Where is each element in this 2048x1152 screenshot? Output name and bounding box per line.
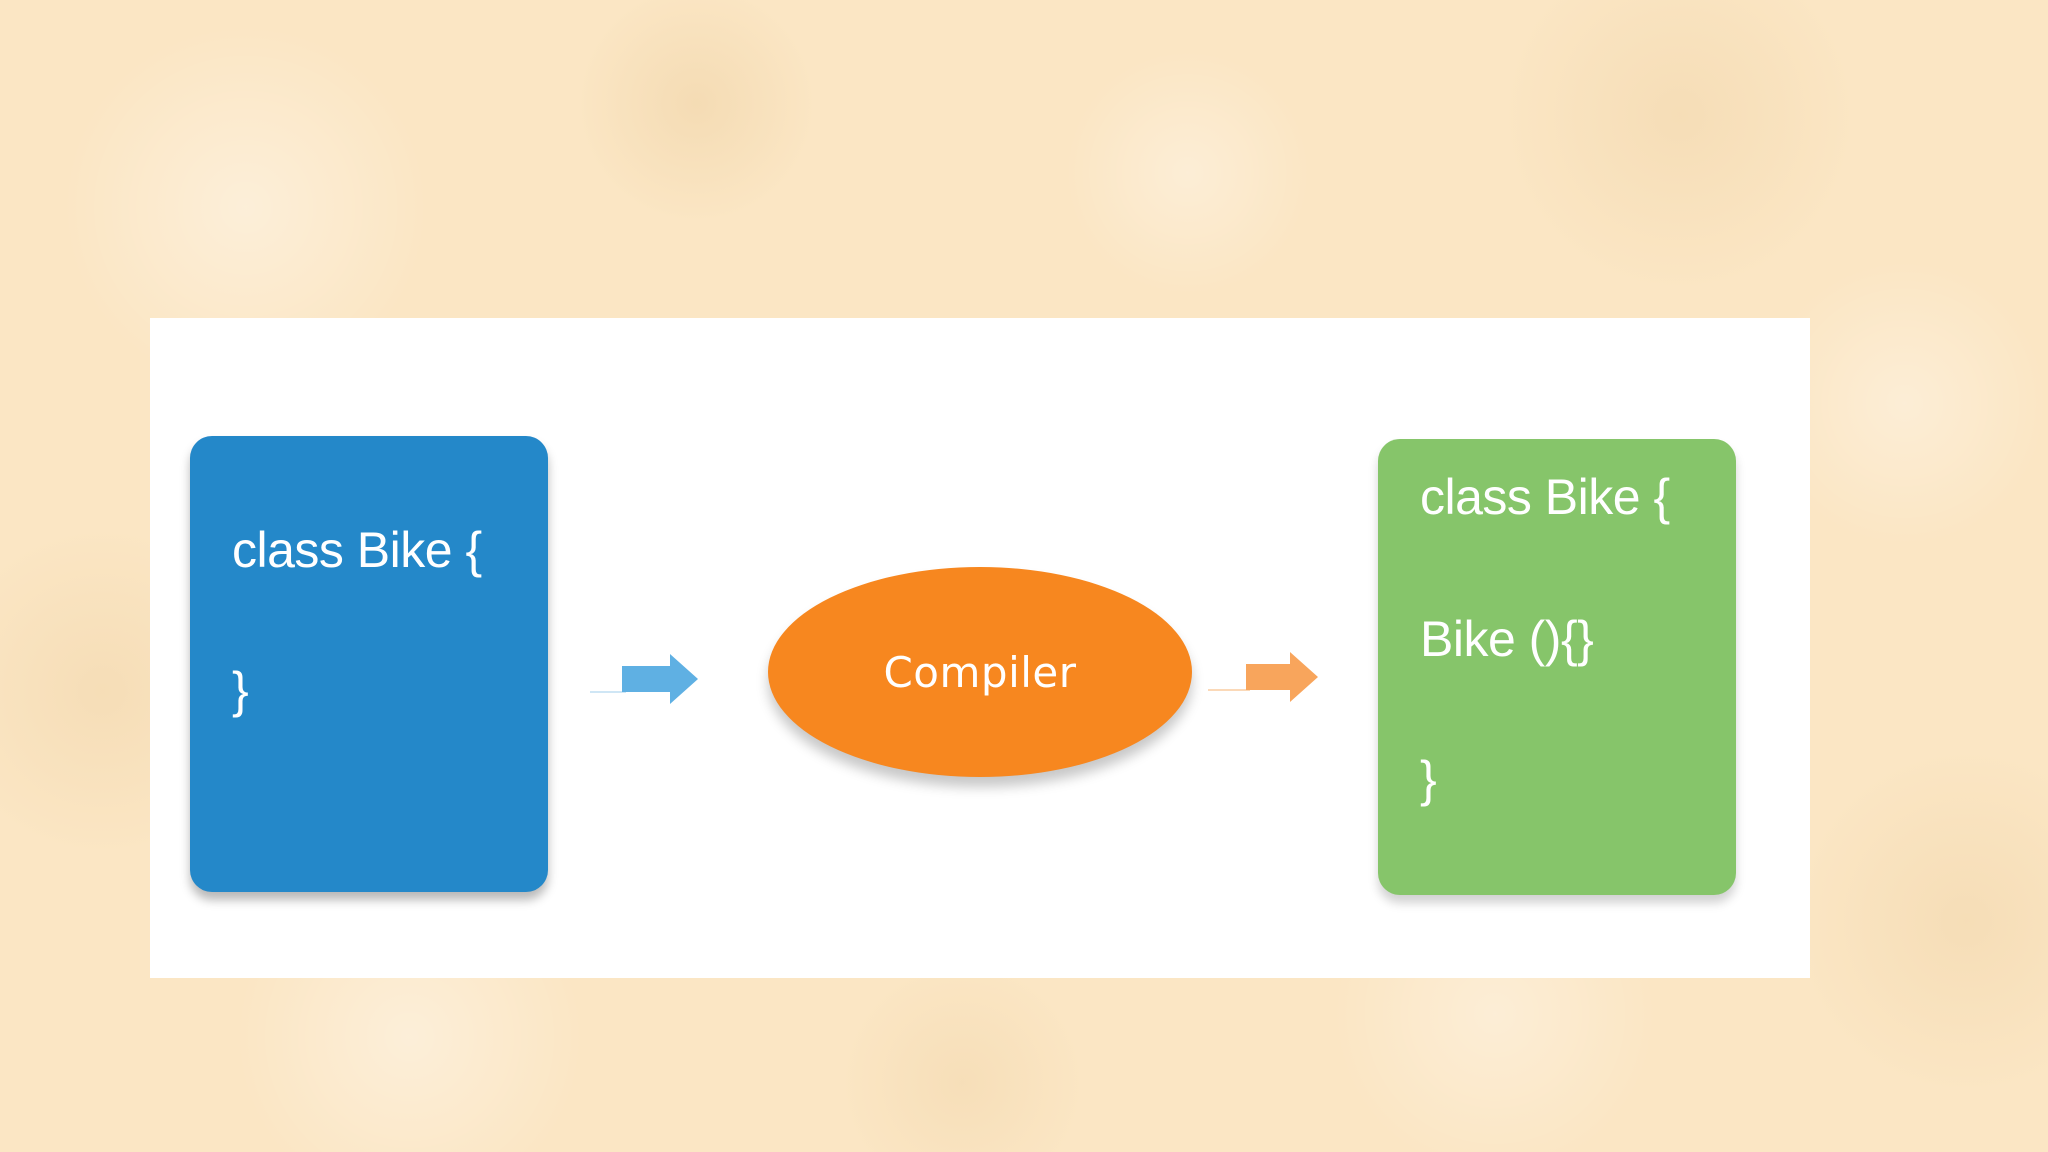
source-code-line: class Bike {	[232, 522, 482, 578]
arrow-right-icon	[1208, 652, 1318, 702]
source-code-line: }	[232, 662, 249, 718]
source-code-block: class Bike { }	[190, 436, 548, 892]
output-code-line: }	[1420, 751, 1437, 807]
compiler-node: Compiler	[768, 567, 1192, 777]
output-code-line: Bike (){}	[1420, 611, 1594, 667]
output-code-line: class Bike {	[1420, 469, 1670, 525]
arrow-right-icon	[590, 654, 698, 704]
diagram-panel: class Bike { } Compiler class Bike { Bik…	[150, 318, 1810, 978]
compiler-label: Compiler	[883, 647, 1077, 697]
output-code-block: class Bike { Bike (){} }	[1378, 439, 1736, 895]
